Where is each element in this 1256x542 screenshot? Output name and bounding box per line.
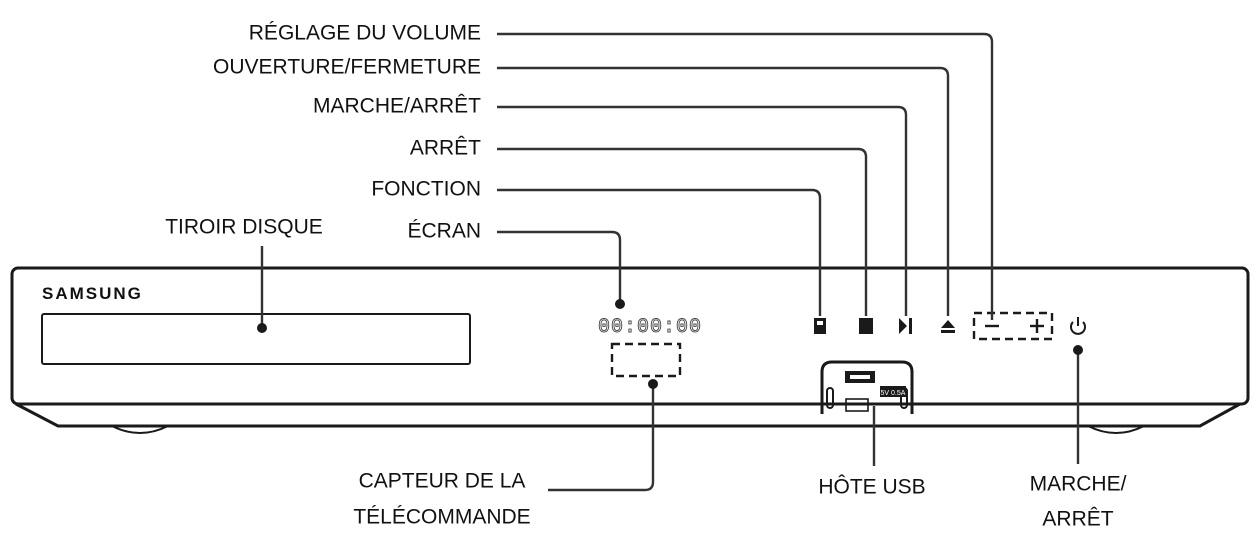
- left-foot: [111, 425, 169, 434]
- remote-sensor-leader-dot: [648, 379, 658, 389]
- open-close-button[interactable]: [941, 320, 955, 333]
- play-icon: [899, 318, 907, 334]
- volume-touch-area: [972, 311, 1054, 341]
- power-leader-dot: [1073, 345, 1083, 355]
- front-panel: [10, 266, 1250, 406]
- usb-rating-text: 5V 0.5A: [881, 390, 906, 397]
- display-leader-dot: [615, 299, 625, 309]
- stop-label: ARRÊT: [410, 137, 481, 160]
- disc-tray-label: TIROIR DISQUE: [165, 216, 323, 239]
- usb-port[interactable]: 5V 0.5A: [820, 360, 914, 414]
- disc-tray[interactable]: [41, 313, 471, 365]
- display-readout: 00:00:00: [598, 316, 702, 339]
- function-button[interactable]: [814, 318, 826, 334]
- function-icon-detail: [817, 321, 823, 325]
- function-icon: [814, 318, 826, 334]
- pause-bar-icon: [909, 318, 912, 334]
- remote-sensor-label-line2: TÉLÉCOMMANDE: [353, 506, 530, 529]
- volume-controls: [972, 311, 1054, 341]
- play-pause-label: MARCHE/ARRÊT: [313, 95, 481, 118]
- usb-recess-edge-left: [826, 387, 834, 409]
- power-button[interactable]: [1070, 317, 1086, 335]
- function-leader: [497, 188, 822, 316]
- stop-icon: [859, 318, 873, 334]
- open-close-leader: [497, 66, 950, 316]
- stop-button[interactable]: [859, 318, 873, 334]
- display-leader: [497, 230, 622, 304]
- volume-up-button[interactable]: [1030, 319, 1044, 333]
- volume-leader: [497, 32, 994, 320]
- eject-icon: [941, 320, 955, 328]
- remote-sensor-leader: [548, 384, 655, 492]
- volume-label: RÉGLAGE DU VOLUME: [249, 22, 481, 45]
- function-label: FONCTION: [371, 178, 481, 201]
- base-bevel: [15, 402, 1241, 428]
- remote-sensor-label-line1: CAPTEUR DE LA: [359, 470, 526, 493]
- power-label-line2: ARRÊT: [1042, 508, 1113, 531]
- usb-slot-contact: [850, 375, 870, 379]
- remote-sensor-window: [610, 342, 682, 378]
- stop-leader: [497, 147, 868, 316]
- device-body: [10, 266, 1250, 434]
- usb-rating-plate: [880, 386, 906, 397]
- play-pause-leader: [497, 105, 908, 316]
- right-foot: [1087, 425, 1145, 434]
- brand-logo: SAMSUNG: [42, 284, 143, 303]
- display-label: ÉCRAN: [407, 220, 481, 243]
- play-pause-button[interactable]: [899, 318, 912, 334]
- usb-lower-slot: [845, 398, 869, 412]
- usb-host-label: HÔTE USB: [818, 476, 925, 499]
- disc-tray-leader-dot: [257, 323, 267, 333]
- power-icon: [1070, 321, 1086, 335]
- open-close-label: OUVERTURE/FERMETURE: [213, 56, 481, 79]
- usb-recess: [820, 360, 914, 414]
- power-label-line1: MARCHE/: [1030, 473, 1127, 496]
- eject-bar-icon: [941, 330, 955, 333]
